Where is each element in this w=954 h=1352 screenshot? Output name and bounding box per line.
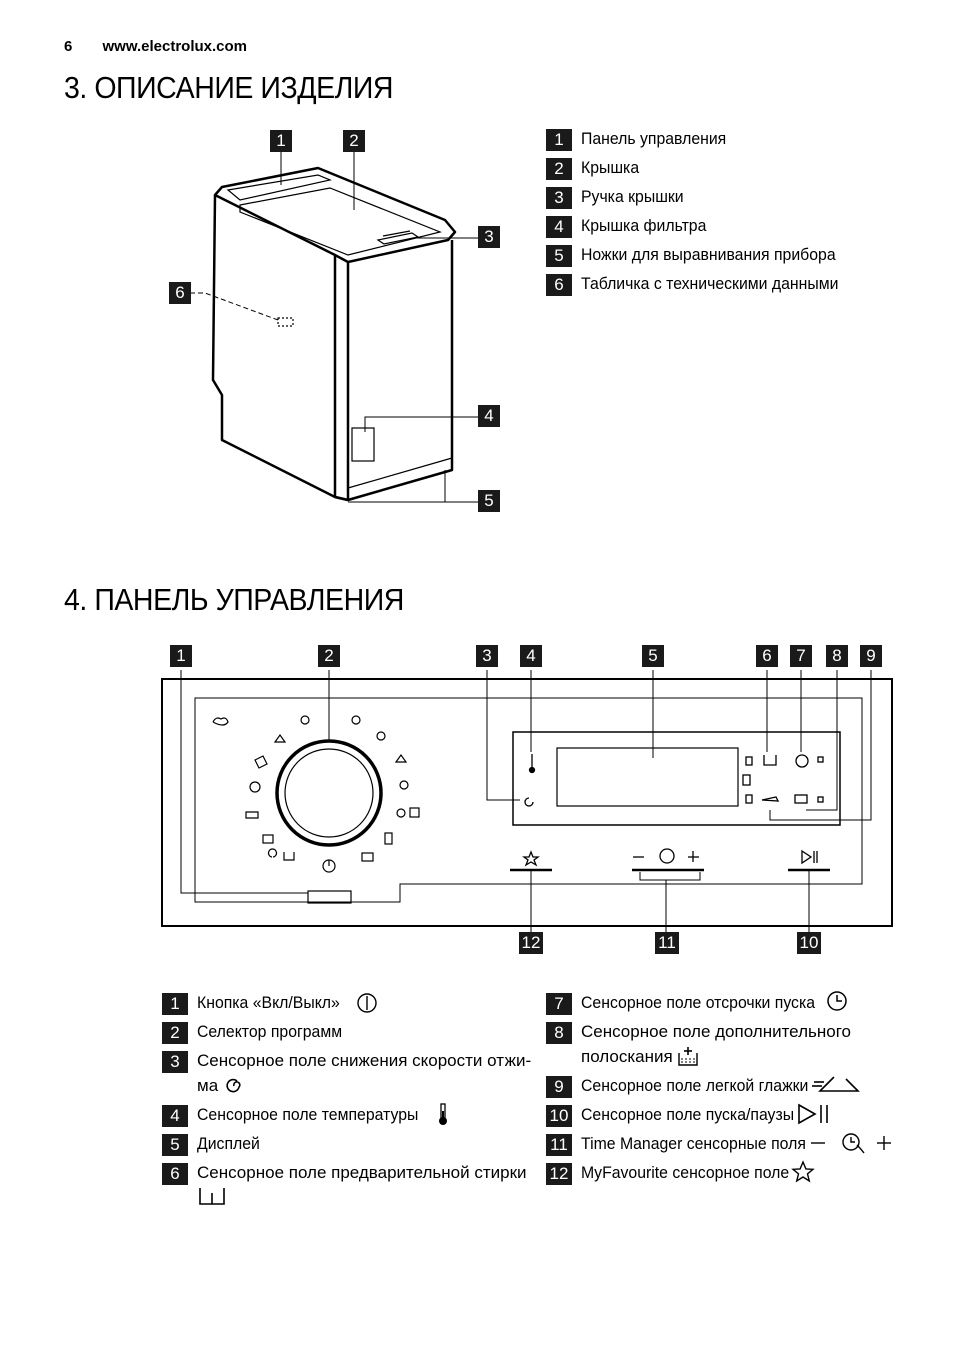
legend-item: 3 Ручка крышки [546, 184, 858, 209]
legend-text: Сенсорное поле предварительной стирки [197, 1160, 532, 1214]
legend-text: Панель управления [581, 129, 727, 148]
legend-number: 1 [546, 129, 572, 151]
legend-item: 5 Ножки для выравнивания прибора [546, 242, 858, 267]
star-icon [791, 1160, 815, 1183]
section-3-title: 3. ОПИСАНИЕ ИЗДЕЛИЯ [64, 70, 394, 105]
legend-number: 10 [546, 1105, 572, 1127]
legend-item: 7 Сенсорное поле отсрочки пуска [546, 990, 946, 1015]
legend-text: Селектор программ [197, 1022, 343, 1041]
drawing2-callout-4: 4 [520, 645, 542, 667]
drawing2-callout-3: 3 [476, 645, 498, 667]
legend-item: 4 Сенсорное поле температуры [162, 1102, 532, 1127]
legend-text: MyFavourite сенсорное поле [581, 1163, 790, 1182]
control-panel-illustration [161, 670, 893, 932]
site-url[interactable]: www.electrolux.com [102, 38, 248, 55]
page-header: 6 www.electrolux.com [64, 38, 247, 55]
legend-number: 2 [162, 1022, 188, 1044]
drawing1-callout-4: 4 [478, 405, 500, 427]
legend-text: Крышка фильтра [581, 216, 707, 235]
legend-item: 6 Табличка с техническими данными [546, 271, 858, 296]
drawing2-callout-5: 5 [642, 645, 664, 667]
legend-number: 12 [546, 1163, 572, 1185]
legend-item: 1 Панель управления [546, 126, 858, 151]
easy-iron-icon [811, 1076, 860, 1092]
spin-reduce-icon [226, 1078, 241, 1093]
legend-item: 3 Сенсорное поле снижения скорости отжи-… [162, 1048, 532, 1098]
legend-item: 11 Time Manager сенсорные поля [546, 1131, 946, 1156]
legend-number: 5 [546, 245, 572, 267]
drawing2-callout-12: 12 [519, 932, 543, 954]
section-4-title: 4. ПАНЕЛЬ УПРАВЛЕНИЯ [64, 582, 404, 617]
legend-text: Time Manager сенсорные поля [581, 1134, 806, 1153]
legend-item: 9 Сенсорное поле легкой глажки [546, 1073, 946, 1098]
drawing2-callout-10: 10 [797, 932, 821, 954]
legend-text: Табличка с техническими данными [581, 274, 839, 293]
drawing2-callout-1: 1 [170, 645, 192, 667]
start-pause-icon [798, 1103, 828, 1125]
legend-number: 3 [546, 187, 572, 209]
legend-number: 9 [546, 1076, 572, 1098]
drawing2-callout-8: 8 [826, 645, 848, 667]
washer-illustration [190, 152, 478, 503]
section-4-legend-left: 1 Кнопка «Вкл/Выкл» 2 Селектор программ … [162, 990, 532, 1218]
legend-item: 1 Кнопка «Вкл/Выкл» [162, 990, 532, 1015]
extra-rinse-icon [678, 1047, 699, 1066]
legend-text: Сенсорное поле пуска/паузы [581, 1105, 795, 1124]
legend-item: 2 Крышка [546, 155, 858, 180]
legend-text: Сенсорное поле снижения скорости отжи-ма [197, 1048, 532, 1098]
legend-number: 7 [546, 993, 572, 1015]
legend-item: 4 Крышка фильтра [546, 213, 858, 238]
legend-item: 6 Сенсорное поле предварительной стирки [162, 1160, 532, 1214]
section-4-legend-right: 7 Сенсорное поле отсрочки пуска 8 Сенсор… [546, 990, 946, 1189]
delay-clock-icon [826, 991, 847, 1011]
prewash-icon [199, 1188, 225, 1205]
legend-text-content: Сенсорное поле дополнительного полоскани… [581, 1022, 851, 1066]
legend-item: 2 Селектор программ [162, 1019, 532, 1044]
legend-item: 8 Сенсорное поле дополнительного полоска… [546, 1019, 946, 1069]
power-icon [356, 993, 377, 1013]
legend-number: 2 [546, 158, 572, 180]
drawing1-callout-1: 1 [270, 130, 292, 152]
legend-item: 12 MyFavourite сенсорное поле [546, 1160, 946, 1185]
legend-number: 8 [546, 1022, 572, 1044]
legend-text: Сенсорное поле температуры [197, 1105, 419, 1124]
legend-number: 1 [162, 993, 188, 1015]
legend-text: Сенсорное поле отсрочки пуска [581, 993, 816, 1012]
thermometer-icon [439, 1103, 448, 1125]
legend-text-content: Сенсорное поле снижения скорости отжи-ма [197, 1051, 532, 1095]
page-number: 6 [64, 38, 73, 55]
drawing1-callout-5: 5 [478, 490, 500, 512]
drawing1-callout-2: 2 [343, 130, 365, 152]
legend-text-content: Сенсорное поле предварительной стирки [197, 1163, 527, 1182]
legend-text: Ручка крышки [581, 187, 684, 206]
drawing1-callout-3: 3 [478, 226, 500, 248]
legend-item: 5 Дисплей [162, 1131, 532, 1156]
legend-text: Крышка [581, 158, 640, 177]
drawing2-callout-9: 9 [860, 645, 882, 667]
legend-text: Сенсорное поле дополнительного полоскани… [581, 1019, 891, 1069]
legend-number: 3 [162, 1051, 188, 1073]
legend-number: 4 [162, 1105, 188, 1127]
time-manager-icon [810, 1133, 891, 1154]
legend-text: Дисплей [197, 1134, 260, 1153]
legend-number: 6 [162, 1163, 188, 1185]
section-3-legend: 1 Панель управления 2 Крышка 3 Ручка крышки… [546, 126, 858, 300]
legend-number: 4 [546, 216, 572, 238]
drawing1-callout-6: 6 [169, 282, 191, 304]
legend-text: Ножки для выравнивания прибора [581, 245, 836, 264]
legend-number: 11 [546, 1134, 572, 1156]
drawing2-callout-6: 6 [756, 645, 778, 667]
drawing2-callout-2: 2 [318, 645, 340, 667]
legend-item: 10 Сенсорное поле пуска/паузы [546, 1102, 946, 1127]
legend-number: 5 [162, 1134, 188, 1156]
legend-number: 6 [546, 274, 572, 296]
legend-text: Сенсорное поле легкой глажки [581, 1076, 809, 1095]
legend-text: Кнопка «Вкл/Выкл» [197, 993, 340, 1012]
drawing2-callout-7: 7 [790, 645, 812, 667]
drawing2-callout-11: 11 [655, 932, 679, 954]
